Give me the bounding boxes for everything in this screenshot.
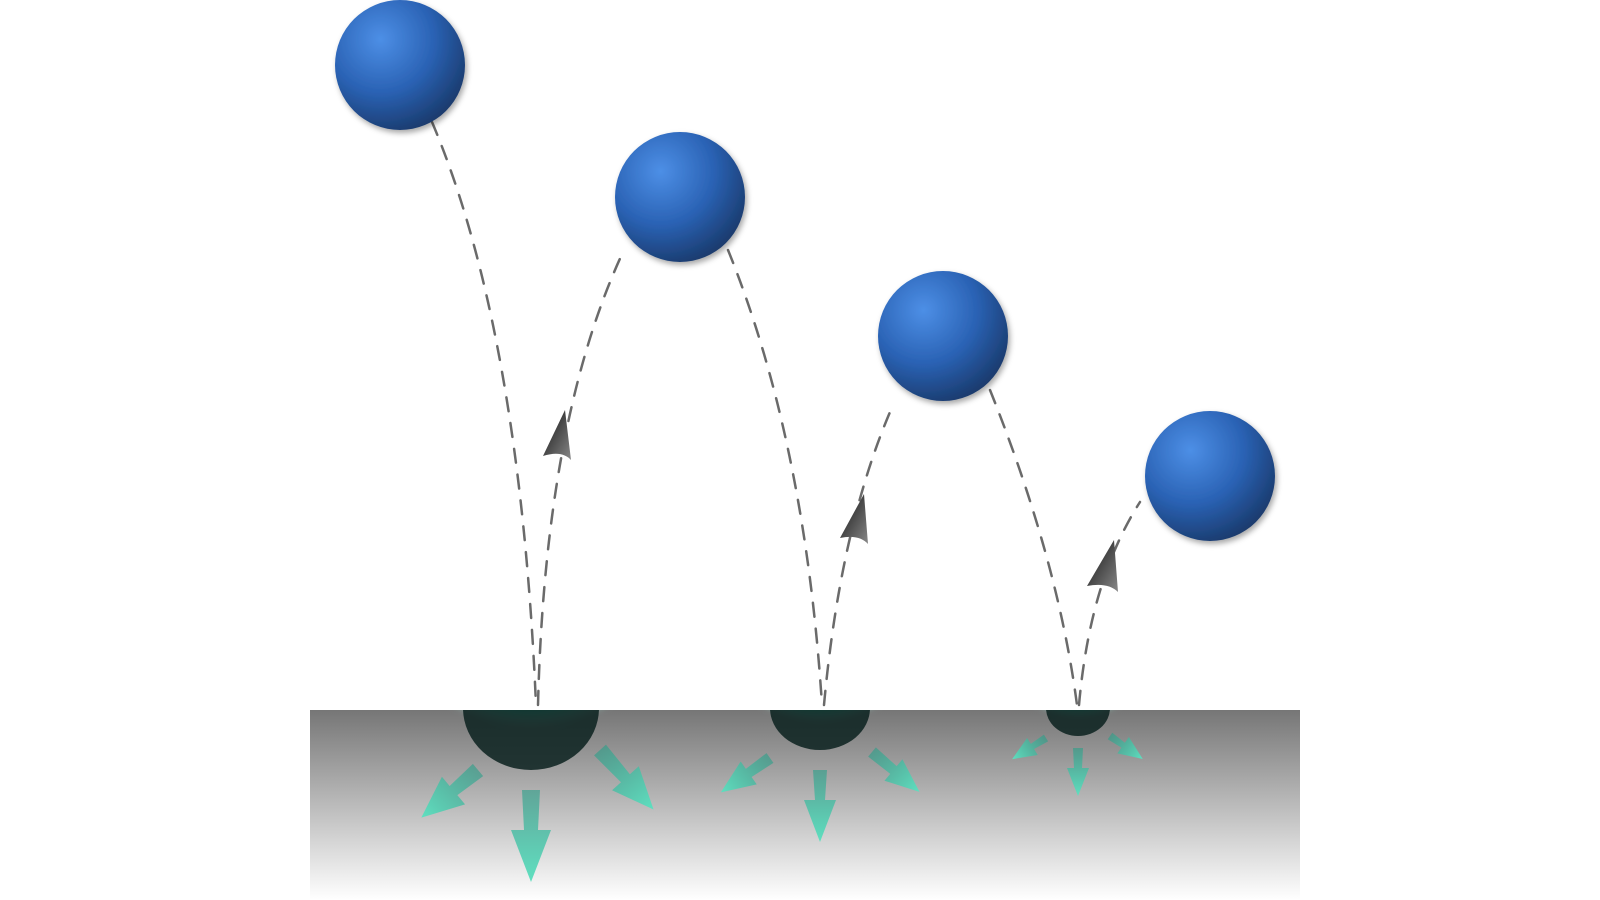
radiating-arrow-icon: [804, 770, 836, 842]
trajectory-rise-3: [1077, 500, 1142, 707]
energy-spread-arrows-1: [421, 744, 654, 882]
radiating-arrow-icon: [1012, 734, 1049, 760]
sphere-icon: [615, 132, 745, 262]
sphere-icon: [1145, 411, 1275, 541]
energy-spread-arrows-3: [1012, 732, 1143, 796]
energy-spread-arrows-2: [720, 747, 920, 842]
trajectory-fall-2: [726, 248, 824, 707]
trajectory-rise-1: [536, 250, 625, 707]
impact-zone-3: [1020, 710, 1136, 758]
upward-arrowhead-icon: [840, 494, 868, 544]
upward-arrowhead-icon: [543, 410, 571, 460]
trajectory-paths: [430, 120, 1142, 707]
impact-zone-1: [413, 710, 649, 808]
radiating-arrow-icon: [1067, 748, 1089, 796]
trajectory-fall-1: [430, 120, 538, 707]
radiating-arrow-icon: [868, 747, 920, 792]
impact-zone-2: [734, 710, 906, 780]
trajectory-fall-3: [988, 388, 1079, 707]
radiating-arrow-icon: [720, 753, 774, 793]
sphere-icon: [335, 0, 465, 130]
trajectory-rise-2: [822, 410, 892, 707]
radiating-arrow-icon: [1107, 732, 1143, 759]
radiating-arrow-icon: [594, 744, 654, 810]
radiating-arrow-icon: [511, 790, 551, 882]
radiating-arrow-icon: [421, 763, 484, 818]
sphere-icon: [878, 271, 1008, 401]
upward-arrowhead-icon: [1087, 540, 1118, 592]
